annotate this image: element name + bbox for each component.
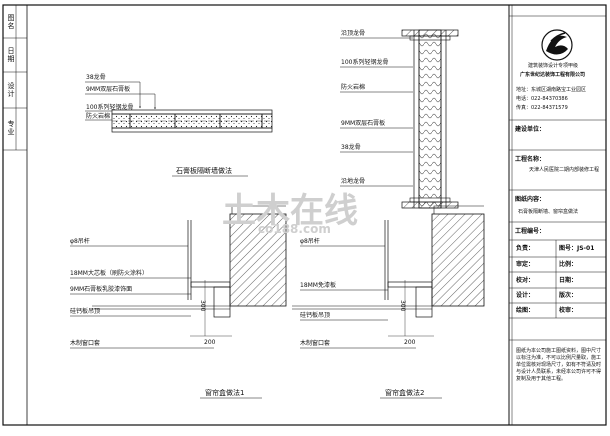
curtain-box-2-drawing (292, 205, 485, 349)
title-block-row-draw: 绘图： (516, 307, 535, 314)
left-strip-label-discipline: 专业 (7, 120, 15, 136)
curtain-box-1-dim-300: 300 (199, 300, 206, 312)
title-block-project-name: 天津人民医院二期内部装修工程 (528, 167, 599, 173)
watermark-text: 土木在线 (222, 191, 358, 231)
curtain-box-1-drawing (70, 205, 287, 349)
title-block-notes: 图纸为本公司施工图纸资料，图中尺寸以标注为准，不可以比例尺量取，施工单位需核对现… (516, 348, 602, 382)
title-block-row-responsible: 负责： (516, 245, 535, 252)
partition-section-label-top-track: 沿顶龙骨 (341, 30, 366, 37)
title-block-eng-no-label: 工程编号： (515, 228, 546, 235)
title-block-row-version: 版次： (559, 292, 578, 299)
company-logo (541, 29, 573, 61)
title-block-row-date: 日期： (559, 277, 578, 284)
title-block-company-name: 广东世纪达装饰工程有限公司 (520, 72, 586, 78)
title-block-row-review: 校审： (559, 307, 578, 314)
curtain-box-2-dim-200: 200 (404, 339, 416, 346)
curtain-box-1-label-blockboard: 18MM大芯板（刷防火涂料） (70, 270, 148, 277)
curtain-box-1-title: 窗帘盒做法1 (205, 389, 245, 397)
curtain-box-2-label-ceiling: 硅钙板吊顶 (300, 312, 331, 319)
title-block-row-design: 设计： (516, 292, 535, 299)
partition-section-label-keel: 100系列轻钢龙骨 (341, 59, 389, 66)
outer-frame (2, 4, 607, 426)
title-block-unit-label: 建设单位： (515, 126, 546, 133)
partition-section-label-board: 9MM双层石膏板 (341, 120, 386, 127)
left-strip-grid (3, 37, 27, 151)
curtain-box-1-label-ceiling: 硅钙板吊顶 (70, 308, 101, 315)
partition-section-label-wool: 防火岩棉 (341, 84, 366, 91)
title-block-tel: 电话：022-84370386 (516, 96, 568, 102)
title-block-rows (509, 15, 606, 341)
title-block-drawing-name: 石膏板隔断墙、窗帘盒做法 (518, 209, 579, 215)
curtain-box-1-label-casing: 木制窗口套 (70, 340, 101, 347)
partition-plan-drawing (85, 81, 273, 133)
partition-plan-label-wool: 防火岩棉 (86, 113, 111, 120)
title-block-row-check: 校对： (516, 277, 535, 284)
partition-plan-label-keel: 100系列轻钢龙骨 (86, 104, 134, 111)
partition-section-drawing (340, 29, 459, 209)
partition-plan-title: 石膏板隔断墙做法 (176, 167, 232, 175)
partition-plan-label-board: 9MM双层石膏板 (86, 86, 131, 93)
left-strip-label-design: 设计 (7, 82, 15, 98)
curtain-box-1-dim-200: 200 (204, 339, 216, 346)
left-strip-label-title: 图名 (7, 14, 15, 30)
partition-section-label-floor-track: 沿地龙骨 (341, 178, 366, 185)
title-block-company-line: 建筑装饰设计专项甲级 (528, 63, 579, 69)
curtain-box-2-label-rod: φ8吊杆 (300, 238, 320, 245)
title-block-fax: 传真：022-84371579 (516, 105, 568, 111)
partition-section-label-stud: 38龙骨 (341, 144, 361, 151)
curtain-box-1-label-gypsum: 9MM石膏板乳胶漆饰面 (70, 286, 133, 293)
curtain-box-1-label-rod: φ8吊杆 (70, 238, 90, 245)
title-block-drawing-label: 图纸内容： (515, 196, 546, 203)
curtain-box-2-dim-300: 300 (399, 300, 406, 312)
title-block-row-drawing-no: 图号：JS-01 (559, 245, 595, 252)
title-block-project-label: 工程名称： (515, 156, 546, 163)
partition-plan-label-stud: 38龙骨 (86, 74, 106, 81)
watermark-url: co188.com (258, 222, 331, 236)
title-block-address: 地址：东城区湖南路宝工业园区 (516, 87, 587, 93)
curtain-box-2-title: 窗帘盒做法2 (385, 389, 425, 397)
title-block-row-approve: 审定： (516, 261, 535, 268)
left-strip-label-date: 日期 (7, 47, 15, 63)
curtain-box-2-label-casing: 木制窗口套 (300, 340, 331, 347)
curtain-box-2-label-board: 18MM免漆板 (300, 282, 336, 289)
title-block-row-scale: 比例： (559, 261, 578, 268)
